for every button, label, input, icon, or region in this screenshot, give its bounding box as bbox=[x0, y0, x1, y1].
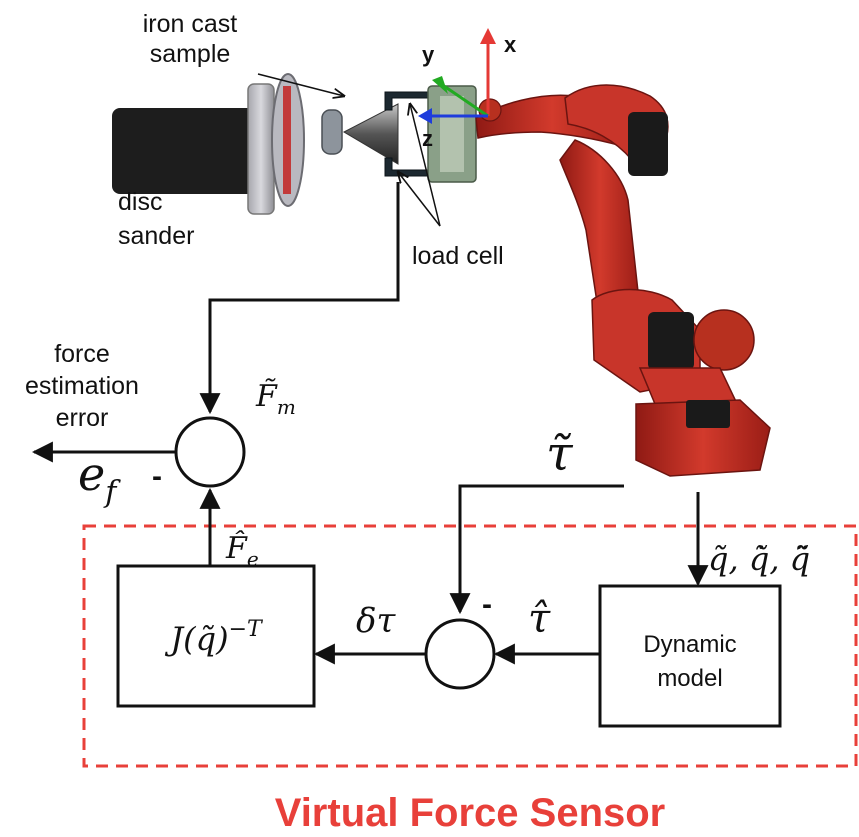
load-cell-pointer-top bbox=[410, 104, 441, 227]
robot-motor-mid bbox=[648, 312, 694, 370]
summing-junction-bottom bbox=[424, 618, 496, 690]
measured-torque-signal bbox=[449, 484, 624, 615]
force-error-label-line2: estimation bbox=[25, 372, 139, 400]
virtual-force-sensor-boundary bbox=[82, 524, 858, 768]
jacobian-expression: J(q̃)−T bbox=[164, 617, 264, 658]
load-cell-pointer-bottom bbox=[398, 172, 441, 227]
minus-sign-left: - bbox=[152, 460, 162, 493]
tool-coordinate-frame bbox=[418, 28, 496, 124]
axis-x-label: x bbox=[504, 32, 517, 57]
force-error-label-line3: error bbox=[56, 404, 109, 432]
f-e-symbol: F̂e bbox=[225, 531, 259, 571]
disc-sander-label-line2: sander bbox=[118, 222, 194, 250]
axis-z-label: z bbox=[422, 126, 433, 151]
f-m-symbol: F̃m bbox=[255, 379, 296, 419]
tau-tilde-symbol: τ̃ bbox=[546, 426, 574, 482]
disc-sander bbox=[112, 73, 305, 215]
load-cell-fixture bbox=[384, 85, 477, 183]
robot-base bbox=[635, 399, 771, 477]
load-cell-label: load cell bbox=[412, 242, 504, 270]
iron-cast-sample bbox=[321, 109, 343, 155]
industrial-robot bbox=[475, 84, 771, 477]
disc-sander-label-line1: disc bbox=[118, 188, 162, 216]
e-f-symbol: ef bbox=[78, 447, 121, 510]
tau-hat-symbol: τ̂ bbox=[528, 596, 551, 642]
force-error-label-line1: force bbox=[54, 340, 110, 368]
dynamic-model-label-line1: Dynamic bbox=[643, 631, 736, 658]
summing-junction-top bbox=[174, 416, 246, 488]
jacobian-block bbox=[116, 564, 316, 708]
sander-motor bbox=[112, 108, 262, 194]
virtual-force-sensor-title: Virtual Force Sensor bbox=[275, 791, 666, 835]
delta-tau-symbol: δτ bbox=[356, 601, 396, 641]
sander-disc-red-ring bbox=[283, 86, 291, 194]
robot-motor-top bbox=[628, 112, 668, 176]
tool-cone bbox=[342, 103, 399, 165]
iron-cast-label-line2: sample bbox=[150, 40, 231, 68]
joint-state-symbols: q̃, q̃̇, q̃̈ bbox=[708, 540, 810, 578]
dynamic-model-label-line2: model bbox=[657, 665, 722, 692]
sander-flange bbox=[247, 83, 275, 215]
dynamic-model-block bbox=[598, 584, 782, 728]
iron-cast-pointer bbox=[257, 73, 344, 96]
measured-force-signal bbox=[199, 182, 400, 415]
iron-cast-label-line1: iron cast bbox=[143, 10, 238, 38]
axis-y-label: y bbox=[422, 42, 435, 67]
minus-sign-right: - bbox=[482, 588, 492, 621]
